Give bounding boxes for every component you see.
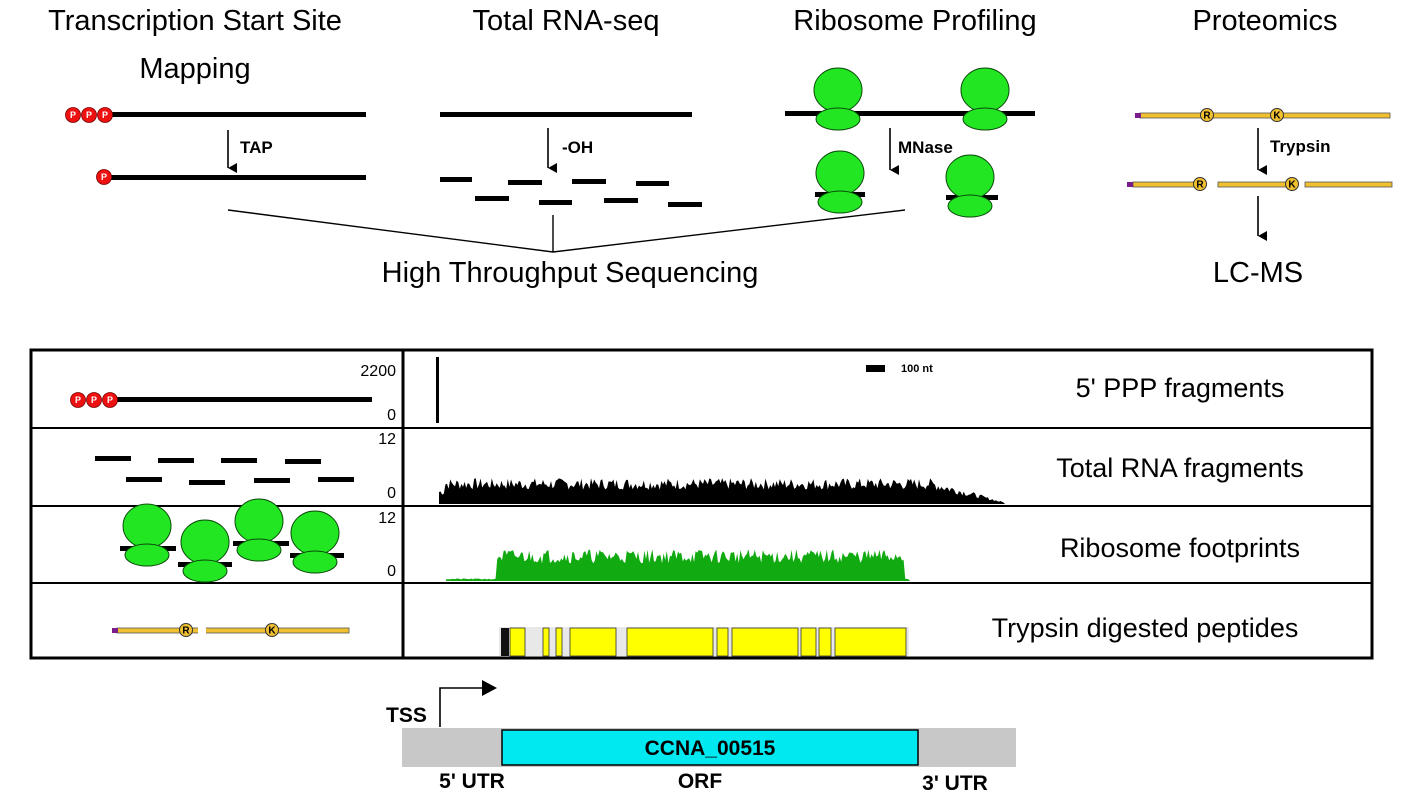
arginine-glyph: R — [1196, 180, 1204, 191]
utr5-label: 5' UTR — [439, 770, 505, 793]
total-axis-max: 12 — [378, 431, 396, 448]
phosphate-glyph: P — [102, 110, 108, 120]
rna-strand — [110, 397, 372, 402]
orf-box — [501, 729, 919, 766]
ribo-track-label: Ribosome footprints — [1060, 533, 1300, 563]
ribosome-icon — [815, 150, 865, 214]
ppp-peak — [436, 357, 439, 423]
ribosome-icon — [960, 67, 1010, 131]
lysine-glyph: K — [1288, 180, 1296, 191]
sequencing-label: High Throughput Sequencing — [382, 257, 759, 289]
arginine-glyph: R — [1203, 111, 1211, 122]
tss-arrow-head — [482, 680, 497, 696]
hydrolysis-label: -OH — [562, 138, 593, 157]
proteomics-method-panel: R K Trypsin R K LC-MS — [1127, 108, 1393, 289]
phosphate-glyph: P — [91, 395, 97, 405]
ribo-title: Ribosome Profiling — [793, 5, 1036, 37]
gene-model: TSS CCNA_00515 5' UTR ORF 3' UTR — [386, 680, 1016, 795]
arginine-icon: R — [1200, 108, 1214, 122]
ribosome-icon — [945, 154, 995, 218]
rna-fragments — [440, 177, 702, 207]
ribo-axis-min: 0 — [387, 563, 396, 580]
tss-title-line2: Mapping — [139, 53, 250, 85]
lcms-label: LC-MS — [1213, 257, 1303, 289]
ribosome-icon — [234, 498, 284, 562]
total-axis-min: 0 — [387, 485, 396, 502]
total-track-label: Total RNA fragments — [1056, 453, 1304, 483]
scale-bar — [866, 365, 885, 372]
phosphate-glyph: P — [86, 110, 92, 120]
ppp-track-label: 5' PPP fragments — [1076, 373, 1285, 403]
arginine-icon: R — [1193, 177, 1207, 191]
rnaseq-title: Total RNA-seq — [473, 5, 660, 37]
ribosome-icon — [290, 510, 340, 574]
n-terminus — [1135, 113, 1141, 118]
monophosphate-icon: P — [96, 169, 112, 185]
track-row-ribosome: 12 0 Ribosome footprints — [120, 498, 1300, 583]
peptide-fragment — [1304, 181, 1393, 188]
ribo-axis-max: 12 — [378, 510, 396, 527]
ribo-method-panel: MNase — [785, 67, 1035, 218]
rna-strand — [440, 112, 692, 117]
lysine-icon: K — [1270, 108, 1284, 122]
utr3-label: 3' UTR — [922, 772, 988, 795]
arginine-glyph: R — [182, 626, 190, 637]
tap-label: TAP — [240, 138, 273, 157]
mnase-label: MNase — [898, 138, 953, 157]
ribosome-icon — [180, 519, 230, 583]
orf-label: ORF — [678, 770, 723, 793]
rnaseq-method-panel: -OH — [440, 112, 702, 207]
sequencing-connector — [227, 209, 906, 253]
lysine-icon: K — [1285, 177, 1299, 191]
ribosome-icon — [813, 67, 863, 131]
tss-label: TSS — [386, 704, 427, 727]
track-frame — [29, 348, 1374, 660]
peptide-blocks — [501, 627, 907, 657]
peptide-fragment — [1217, 181, 1291, 188]
ppp-axis-min: 0 — [387, 407, 396, 424]
lysine-glyph: K — [268, 626, 276, 637]
lysine-icon: K — [265, 623, 279, 637]
peptide-fragments — [116, 627, 350, 634]
mrna-strand — [785, 111, 1035, 116]
ribosome-icon — [122, 503, 172, 567]
protein-chain — [1139, 112, 1391, 119]
lysine-glyph: K — [1273, 111, 1281, 122]
ribosome-footprint-signal — [446, 549, 910, 581]
track-row-peptides: R K Trypsin digested peptides — [112, 613, 1299, 657]
scale-bar-label: 100 nt — [901, 363, 933, 375]
phosphate-glyph: P — [107, 395, 113, 405]
prot-title: Proteomics — [1192, 5, 1337, 37]
phosphate-glyph: P — [101, 172, 107, 182]
gene-name: CCNA_00515 — [645, 737, 776, 760]
trypsin-label: Trypsin — [1270, 137, 1330, 156]
n-terminus — [112, 628, 118, 633]
rna-strand-processed — [102, 175, 366, 180]
arginine-icon: R — [179, 623, 193, 637]
track-row-total-rna: 12 0 Total RNA fragments — [95, 431, 1304, 504]
tss-title-line1: Transcription Start Site — [48, 5, 342, 37]
tss-arrow — [439, 687, 485, 727]
ppp-axis-max: 2200 — [360, 363, 396, 380]
phosphate-glyph: P — [75, 395, 81, 405]
phosphate-glyph: P — [70, 110, 76, 120]
peptide-track-label: Trypsin digested peptides — [992, 613, 1299, 643]
rna-strand — [102, 112, 366, 117]
total-rna-signal — [439, 478, 1005, 504]
n-terminus — [1127, 182, 1133, 187]
rna-fragments — [95, 456, 354, 485]
